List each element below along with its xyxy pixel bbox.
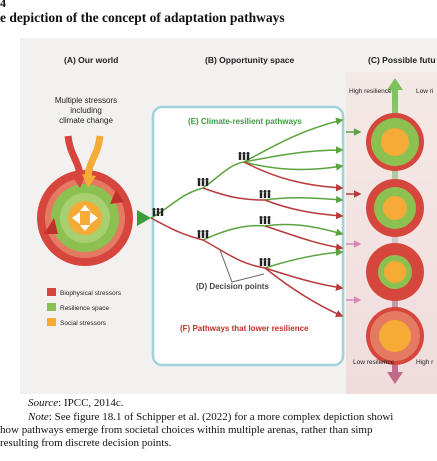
social-stressor-arrow [84, 135, 104, 179]
future-globe-3 [366, 243, 424, 301]
panel-c-label: (C) Possible futu [368, 55, 436, 65]
left-stressor-arrow [44, 218, 58, 234]
decision-points-label: (D) Decision points [196, 282, 269, 291]
figure-title: e depiction of the concept of adaptation… [0, 10, 285, 25]
decision-point-people [152, 152, 271, 266]
arrow-down-icon [387, 372, 403, 384]
note-label: Note [28, 411, 49, 423]
legend-label-biophysical: Biophysical stressors [60, 290, 122, 297]
future-globe-4 [366, 307, 424, 365]
decision-pointer-1 [219, 249, 233, 283]
low-resilience-top-label: Low ri [416, 88, 433, 95]
note-line-3: resulting from discrete decision points. [0, 436, 172, 449]
panel-b-label: (B) Opportunity space [205, 55, 295, 65]
lower-resilience-label: (F) Pathways that lower resilience [180, 324, 309, 333]
climate-resilient-label: (E) Climate-resilient pathways [188, 117, 302, 126]
adaptation-pathways-figure: (A) Our world (B) Opportunity space (C) … [20, 38, 437, 394]
legend-swatch-social [47, 318, 56, 326]
source-line: Source: IPCC, 2014c. [28, 397, 124, 409]
stressors-line-2: including [70, 106, 102, 115]
note-paragraph: Note: See figure 18.1 of Schipper et al.… [0, 411, 437, 449]
arrow-up-icon [387, 78, 403, 90]
high-resilience-bottom-label: High r [416, 359, 434, 366]
entry-arrow [137, 210, 151, 226]
our-world-globe [37, 170, 133, 266]
note-line-1: Note: See figure 18.1 of Schipper et al.… [0, 411, 437, 424]
high-resilience-top-label: High resilience [349, 88, 392, 95]
opportunity-space-box [151, 105, 345, 367]
note-line-1-text: : See figure 18.1 of Schipper et al. (20… [48, 411, 394, 423]
pathway-lines [150, 117, 344, 317]
panel-a-label: (A) Our world [64, 55, 118, 65]
legend-swatch-biophysical [47, 288, 56, 296]
stressors-line-1: Multiple stressors [55, 96, 117, 105]
decision-pointer-2 [231, 273, 265, 283]
future-globe-1 [366, 113, 424, 171]
legend-label-social: Social stressors [60, 320, 107, 327]
low-resilience-bottom-label: Low resilience [353, 359, 395, 366]
source-text: : IPCC, 2014c. [58, 397, 124, 409]
legend-swatch-resilience [47, 303, 56, 311]
figure-canvas: (A) Our world (B) Opportunity space (C) … [37, 55, 437, 394]
right-stressor-arrow [110, 190, 124, 204]
stressors-line-3: climate change [59, 116, 113, 125]
legend-label-resilience: Resilience space [60, 305, 110, 312]
note-line-2: how pathways emerge from societal choice… [0, 423, 373, 436]
future-globe-2 [366, 179, 424, 237]
source-label: Source [28, 397, 59, 409]
page-number: 4 [0, 0, 6, 10]
biophysical-stressor-arrow [64, 135, 84, 179]
